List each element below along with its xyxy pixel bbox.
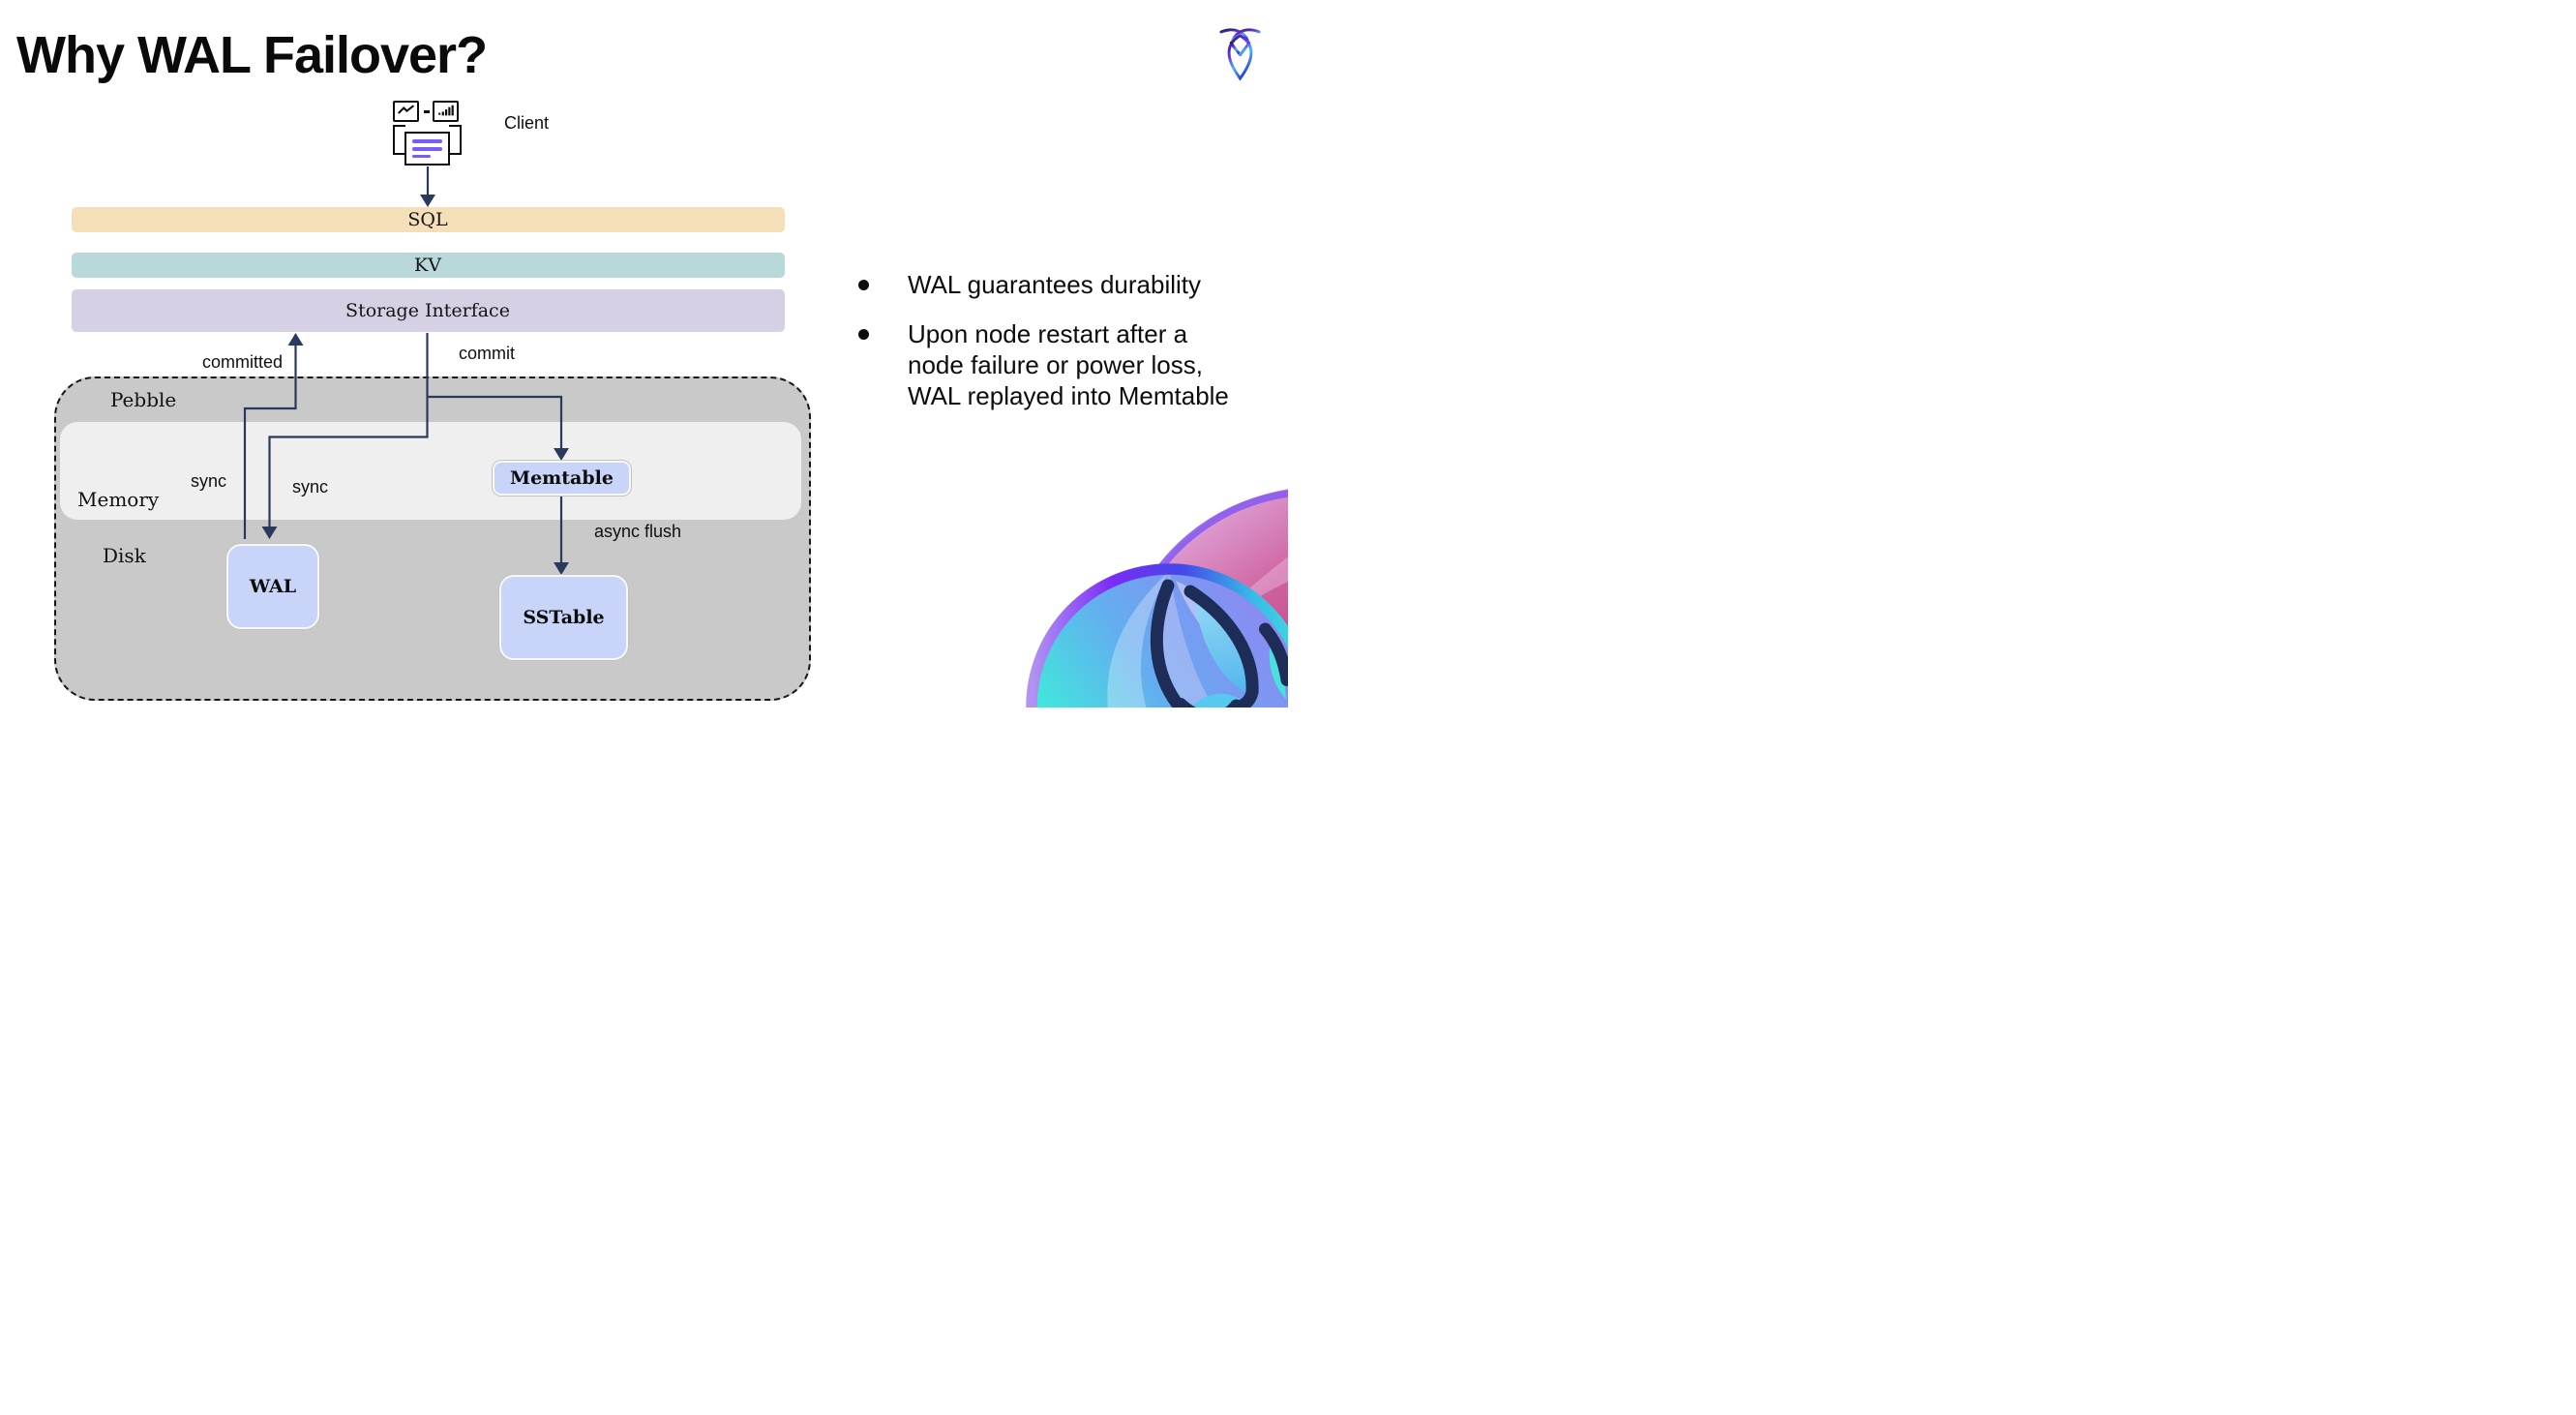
node-memtable-label: Memtable	[510, 467, 614, 489]
document-line	[412, 154, 431, 158]
bar-chart-icon	[433, 101, 459, 122]
edge-client-to-sql	[420, 166, 435, 207]
icon-connector-dash	[423, 109, 430, 113]
pebble-label: Pebble	[110, 388, 177, 411]
glyph-strokes	[1150, 579, 1288, 708]
node-wal-label: WAL	[249, 576, 297, 597]
layer-storage-label: Storage Interface	[345, 300, 510, 321]
document-icon	[404, 132, 450, 166]
layer-sql: SQL	[71, 207, 785, 232]
bullet-dot-icon	[858, 329, 869, 340]
line-chart-icon	[393, 101, 419, 122]
edge-label-sync-up: sync	[191, 471, 227, 491]
bullet-text: Upon node restart after a node failure o…	[908, 319, 1229, 410]
node-sstable-label: SSTable	[523, 607, 605, 628]
edge-label-commit: commit	[459, 344, 515, 363]
layer-sql-label: SQL	[407, 209, 448, 230]
violet-ring	[1026, 563, 1288, 708]
disk-label: Disk	[103, 544, 146, 567]
memory-band	[60, 422, 801, 520]
node-wal: WAL	[226, 544, 319, 629]
slide: { "slide": { "title": "Why WAL Failover?…	[0, 0, 1288, 708]
list-item: WAL guarantees durability	[858, 269, 1269, 300]
screen-bracket-left-icon	[393, 125, 405, 155]
edge-label-sync-down: sync	[292, 477, 329, 497]
bullet-list: WAL guarantees durability Upon node rest…	[858, 269, 1269, 411]
cockroachdb-logo-icon	[1219, 28, 1261, 81]
memory-label: Memory	[77, 488, 160, 511]
document-line	[412, 147, 442, 151]
edge-label-committed: committed	[202, 352, 284, 372]
node-sstable: SSTable	[499, 575, 628, 660]
layer-kv: KV	[71, 252, 785, 278]
layer-kv-label: KV	[414, 254, 441, 276]
edge-label-async-flush: async flush	[594, 522, 682, 541]
layer-storage-interface: Storage Interface	[71, 289, 785, 332]
page-title: Why WAL Failover?	[16, 26, 488, 84]
bullet-text: WAL guarantees durability	[908, 270, 1202, 299]
screen-bracket-right-icon	[448, 125, 462, 155]
cockroach-brand-corner-art-icon	[1026, 489, 1288, 708]
client-label: Client	[504, 113, 550, 133]
node-memtable: Memtable	[493, 461, 631, 496]
document-line	[412, 139, 442, 143]
list-item: Upon node restart after a node failure o…	[858, 318, 1269, 411]
bullet-dot-icon	[858, 280, 869, 290]
